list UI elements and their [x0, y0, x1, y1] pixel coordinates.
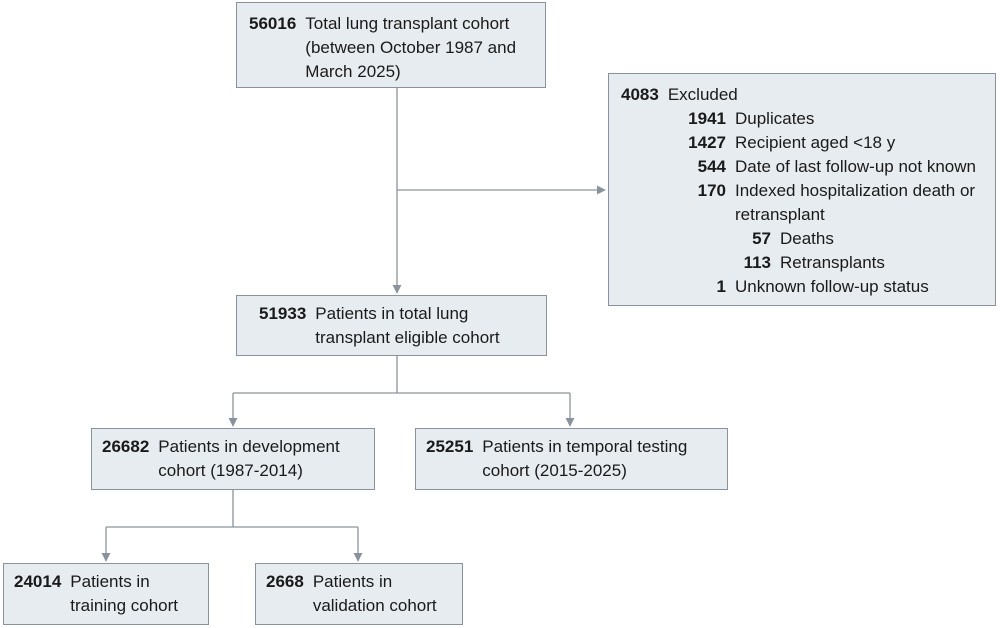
development-count: 26682 — [102, 437, 150, 456]
excluded-box: 4083 Excluded 1941 Duplicates 1427 Recip… — [608, 73, 996, 306]
excluded-item-count: 1941 — [688, 109, 726, 128]
excluded-count: 4083 — [621, 85, 659, 104]
eligible-count: 51933 — [259, 304, 307, 323]
temporal-text: Patients in temporal testing cohort (201… — [482, 437, 688, 480]
excluded-item-text: Indexed hospitalization death or retrans… — [735, 181, 976, 224]
development-text: Patients in development cohort (1987-201… — [158, 437, 340, 480]
total-text: Total lung transplant cohort (between Oc… — [305, 14, 517, 81]
training-text: Patients in training cohort — [70, 572, 179, 615]
excluded-item-count: 1427 — [688, 133, 726, 152]
excluded-item-count: 544 — [697, 157, 726, 176]
excluded-unknown-text: Unknown follow-up status — [735, 277, 929, 296]
training-count: 24014 — [14, 572, 62, 591]
excluded-label: Excluded — [667, 85, 738, 104]
excluded-item-text: Duplicates — [735, 109, 815, 128]
eligible-text: Patients in total lung transplant eligib… — [315, 304, 500, 347]
excluded-subitem-count: 113 — [743, 253, 771, 272]
temporal-count: 25251 — [426, 437, 474, 456]
validation-cohort-box: 2668 Patients in validation cohort — [255, 563, 463, 625]
excluded-item-text: Recipient aged <18 y — [735, 133, 896, 152]
excluded-subitem-text: Deaths — [780, 229, 834, 248]
excluded-unknown-count: 1 — [716, 277, 726, 296]
excluded-item-text: Date of last follow-up not known — [735, 157, 976, 176]
total-cohort-box: 56016 Total lung transplant cohort (betw… — [236, 2, 546, 88]
eligible-cohort-box: 51933 Patients in total lung transplant … — [236, 295, 547, 356]
excluded-subitem-count: 57 — [752, 229, 771, 248]
training-cohort-box: 24014 Patients in training cohort — [3, 563, 209, 625]
excluded-subitem-text: Retransplants — [780, 253, 885, 272]
validation-count: 2668 — [266, 572, 304, 591]
validation-text: Patients in validation cohort — [312, 572, 437, 615]
excluded-item-count: 170 — [697, 181, 726, 200]
total-count: 56016 — [249, 14, 297, 33]
temporal-cohort-box: 25251 Patients in temporal testing cohor… — [415, 428, 728, 490]
development-cohort-box: 26682 Patients in development cohort (19… — [91, 428, 375, 490]
